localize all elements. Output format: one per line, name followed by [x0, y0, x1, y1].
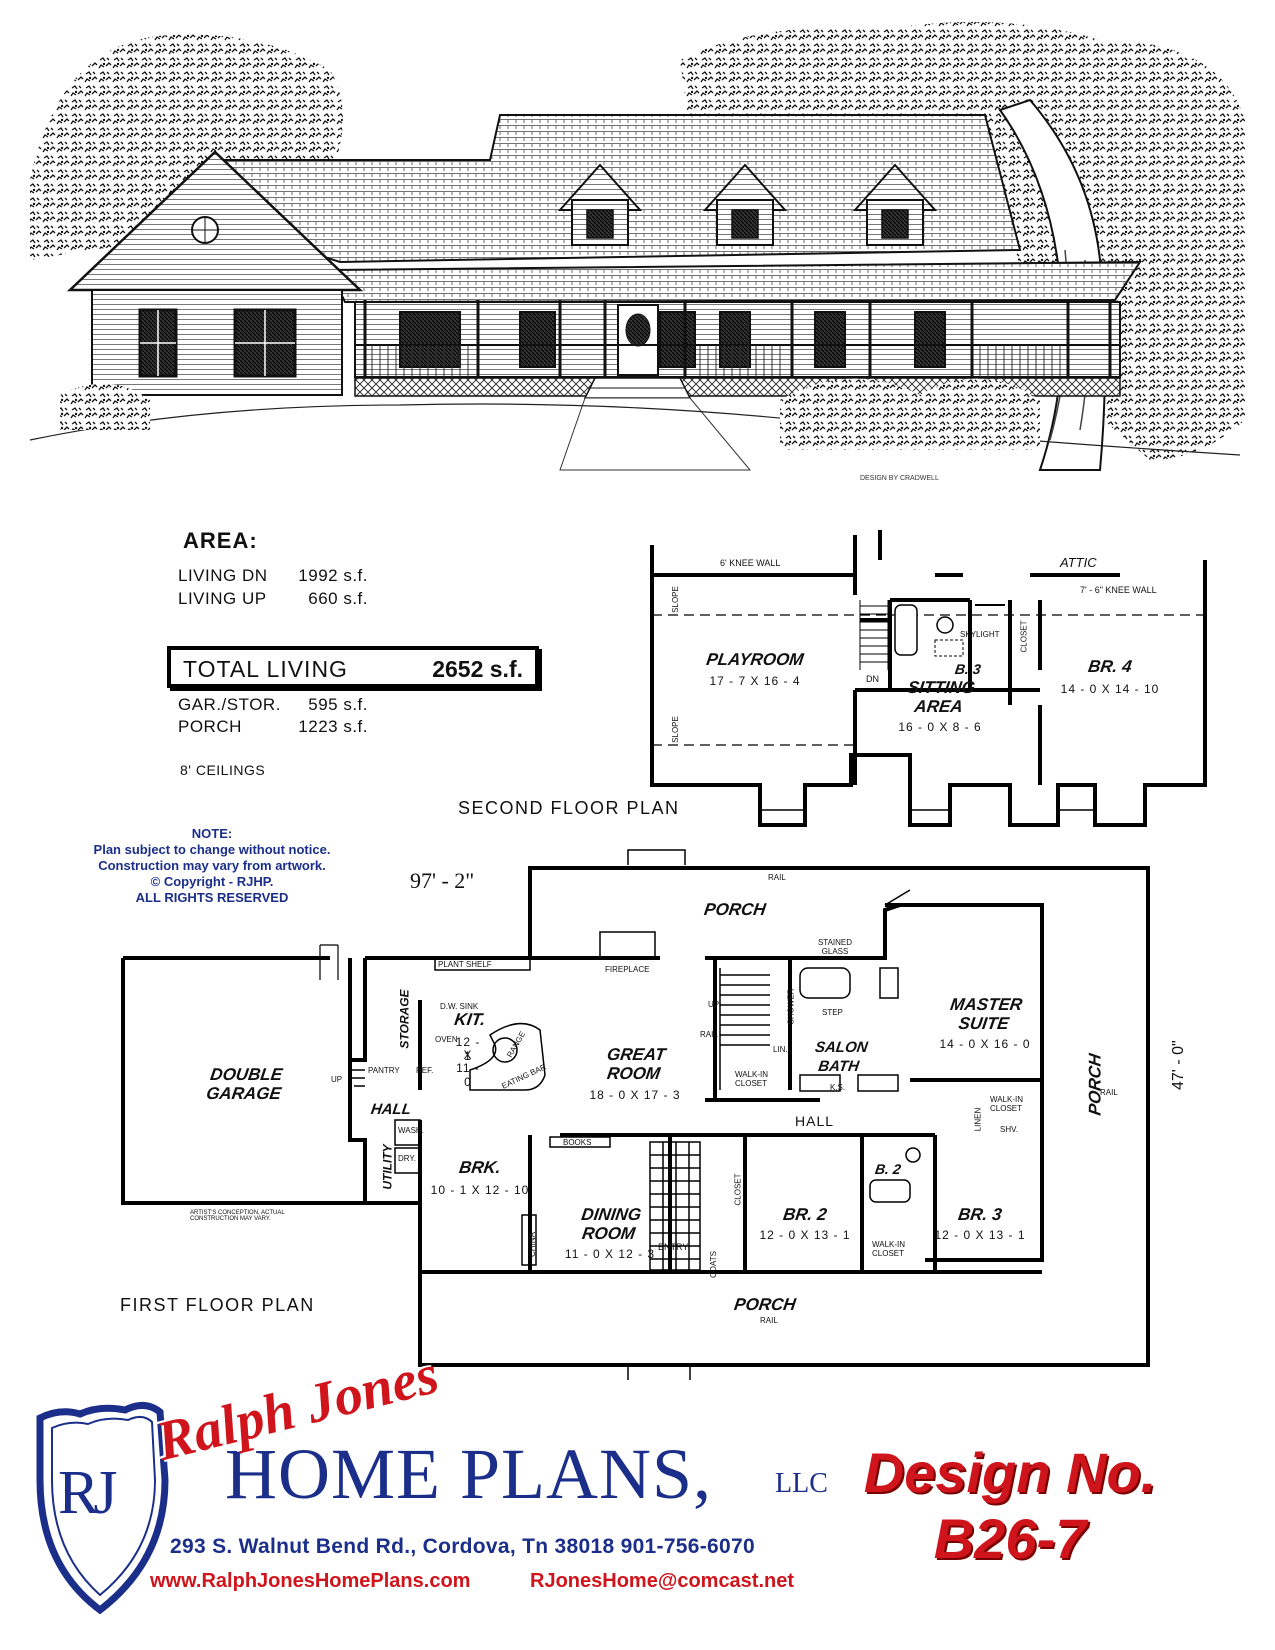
company-email-link[interactable]: RJonesHome@comcast.net [530, 1570, 795, 1592]
area-label: GAR./STOR. [178, 695, 281, 714]
second-floor-plan-label: SECOND FLOOR PLAN [458, 798, 680, 818]
illustration-signature: DESIGN BY CRADWELL [860, 475, 939, 482]
area-value: 1223 s.f. [298, 717, 368, 736]
room-dimension: 10 - 1 X 12 - 10 [430, 1183, 530, 1197]
area-title: AREA: [183, 528, 258, 553]
dw-sink-label: D.W. SINK [440, 1002, 479, 1011]
entry-label: ENTRY [658, 1242, 689, 1252]
room-dimension: 12 - 0 X 13 - 1 [934, 1228, 1026, 1242]
walk-in-closet-label: WALK-IN CLOSET [735, 1070, 769, 1088]
fireplace-label: FIREPLACE [605, 965, 650, 974]
walk-in-closet-label: WALK-IN CLOSET [990, 1095, 1024, 1113]
area-row-living-dn: LIVING DN 1992 s.f. [178, 566, 368, 586]
washer-label: WASH. [398, 1126, 424, 1135]
brand-llc: LLC [775, 1468, 828, 1499]
rj-monogram: RJ [58, 1459, 118, 1527]
rail-label: RAIL [760, 1316, 778, 1325]
room-dimension: 18 - 0 X 17 - 3 [589, 1088, 681, 1102]
brand-name: HOME PLANS, [225, 1434, 713, 1514]
total-living-value: 2652 s.f. [432, 656, 523, 682]
room-dimension: 14 - 0 X 14 - 10 [1060, 682, 1160, 696]
room-dimension: 16 - 0 X 8 - 6 [898, 720, 982, 734]
books-label: BOOKS [563, 1138, 592, 1147]
room-dimension: 11 - 0 [456, 1061, 480, 1089]
room-dimension: 12 - 1 [455, 1035, 481, 1063]
area-label: LIVING DN [178, 566, 268, 585]
garage-up-label: UP [331, 1075, 343, 1084]
area-value: 595 s.f. [308, 695, 368, 714]
plant-shelf-label: PLANT SHELF [438, 960, 492, 969]
ks-label: K.S. [830, 1083, 846, 1092]
first-floor-plan-label: FIRST FLOOR PLAN [120, 1295, 315, 1315]
linen-closet-label: LIN. [773, 1045, 788, 1054]
area-value: 1992 s.f. [298, 566, 368, 585]
ceiling-height: 8' CEILINGS [180, 762, 266, 778]
total-living-box: TOTAL LIVING 2652 s.f. [167, 646, 539, 688]
dryer-label: DRY. [398, 1154, 416, 1163]
artist-note: ARTIST'S CONCEPTION, ACTUAL CONSTRUCTION… [190, 1210, 285, 1222]
ref-label: REF. [416, 1066, 434, 1075]
room-dimension: 11 - 0 X 12 - 3 [564, 1247, 656, 1261]
area-row-garage: GAR./STOR. 595 s.f. [178, 695, 368, 715]
room-dimension: 17 - 7 X 16 - 4 [709, 674, 801, 688]
oven-label: OVEN [435, 1035, 458, 1044]
shelves-label: SHV. [1000, 1125, 1018, 1134]
area-value: 660 s.f. [308, 589, 368, 608]
company-address: 293 S. Walnut Bend Rd., Cordova, Tn 3801… [170, 1535, 755, 1558]
room-dimension: 14 - 0 X 16 - 0 [939, 1037, 1031, 1051]
rail-label: RAIL [700, 1030, 718, 1039]
room-dimension: X [463, 1048, 473, 1062]
note-copyright: © Copyright - RJHP. [150, 874, 274, 889]
note-line: ALL RIGHTS RESERVED [135, 890, 289, 905]
knee-wall-76-label: 7' - 6" KNEE WALL [1080, 585, 1157, 595]
pantry-label: PANTRY [368, 1066, 400, 1075]
note-title: NOTE: [191, 826, 233, 841]
area-label: PORCH [178, 717, 242, 736]
hall-label: HALL [795, 1113, 835, 1129]
note-line: Construction may vary from artwork. [98, 858, 326, 873]
design-number: B26-7 [933, 1507, 1087, 1570]
stair-dn-label: DN [866, 674, 879, 684]
note-line: Plan subject to change without notice. [93, 842, 331, 857]
attic-label: ATTIC [1060, 555, 1097, 570]
rail-label: RAIL [1100, 1088, 1118, 1097]
walk-in-closet-label: WALK-IN CLOSET [872, 1240, 906, 1258]
area-row-living-up: LIVING UP 660 s.f. [178, 589, 368, 609]
overall-width-dimension: 97' - 2" [410, 868, 475, 893]
house-elevation-illustration: DESIGN BY CRADWELL [25, 15, 1250, 482]
rail-label: RAIL [768, 873, 786, 882]
step-label: STEP [822, 1008, 843, 1017]
stair-up-label: UP [708, 1000, 720, 1009]
disclaimer-note: NOTE: Plan subject to change without not… [52, 826, 372, 906]
area-row-porch: PORCH 1223 s.f. [178, 717, 368, 737]
company-website-link[interactable]: www.RalphJonesHomePlans.com [150, 1570, 471, 1592]
total-living-label: TOTAL LIVING [183, 656, 348, 682]
design-label: Design No. [863, 1441, 1157, 1504]
room-dimension: 12 - 0 X 13 - 1 [759, 1228, 851, 1242]
knee-wall-6-label: 6' KNEE WALL [720, 558, 781, 568]
stained-glass-label: STAINED GLASS [817, 938, 853, 956]
design-number-block: Design No. B26-7 [850, 1440, 1170, 1572]
area-label: LIVING UP [178, 589, 267, 608]
skylight-label: SKYLIGHT [960, 630, 1000, 639]
